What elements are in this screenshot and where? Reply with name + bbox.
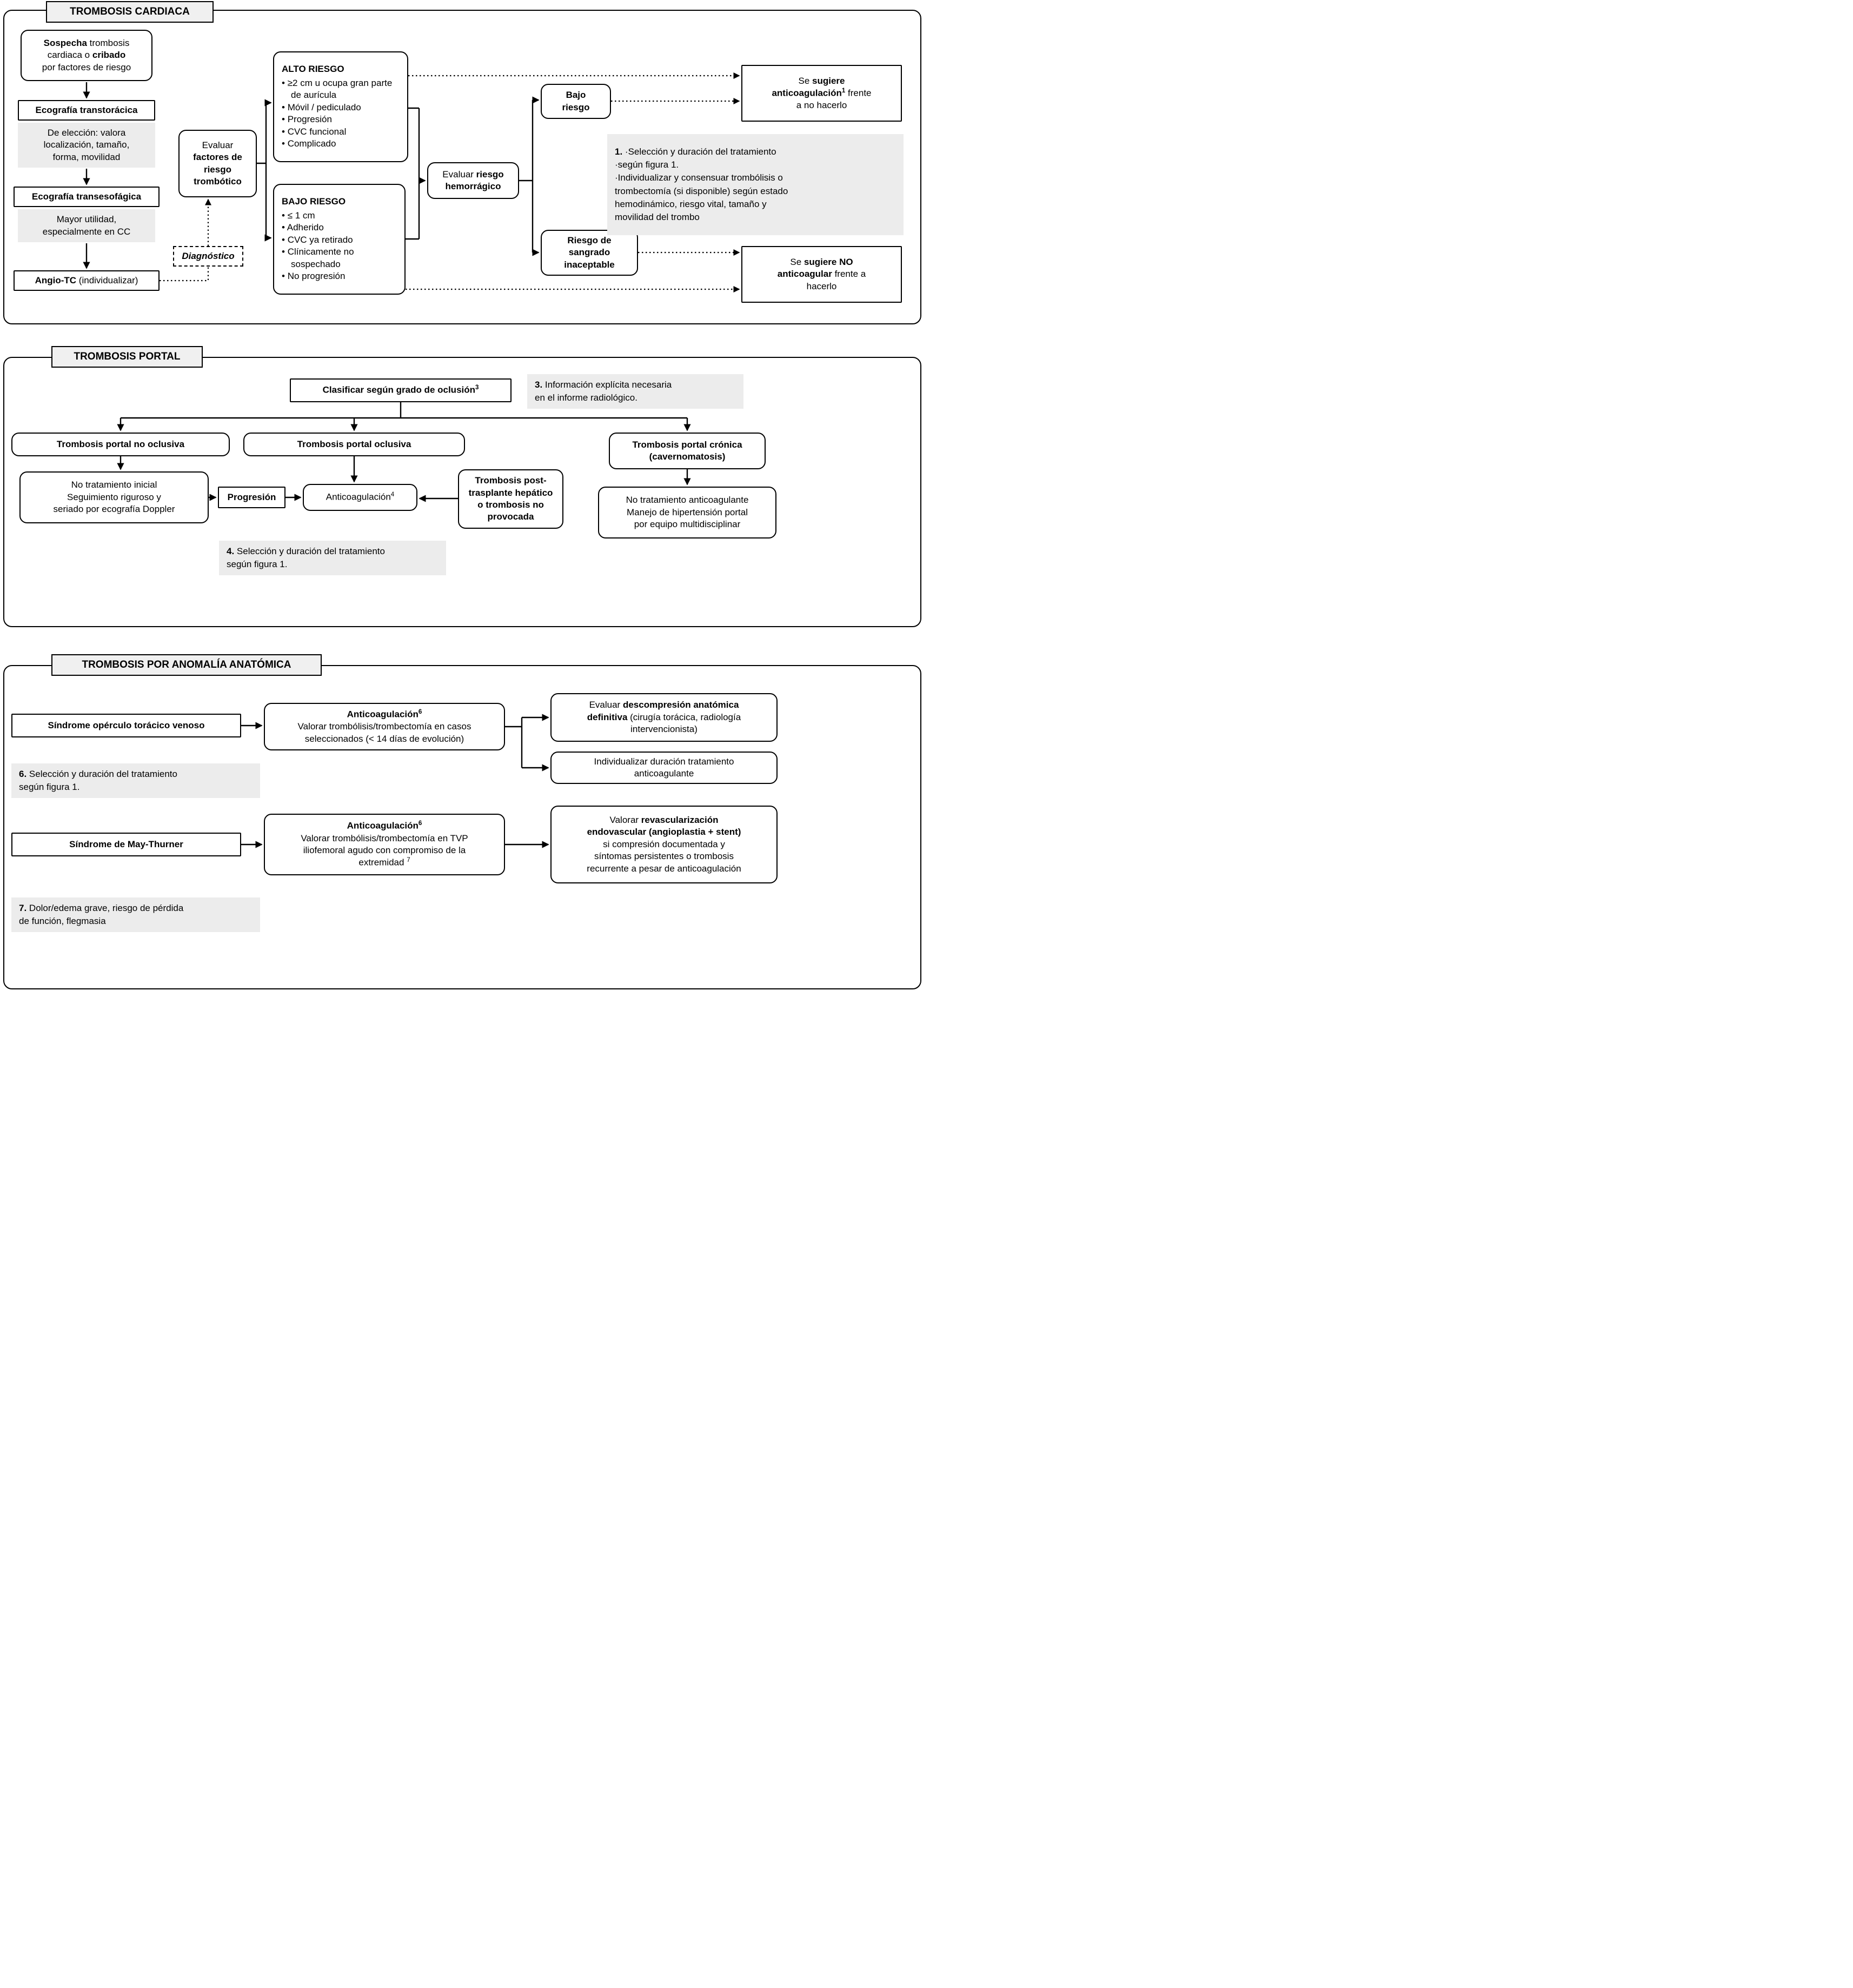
transesophageal-echo-note: Mayor utilidad,especialmente en CC [18,209,155,242]
dotted-connectors [160,72,740,293]
risk-item: No progresión [282,270,346,282]
section-title-cardiaca: TROMBOSIS CARDIACA [46,1,214,23]
risk-item: CVC ya retirado [282,234,353,246]
section-title-portal-label: TROMBOSIS PORTAL [74,351,181,363]
transesophageal-echo-box: Ecografía transesofágica [14,187,160,207]
solid-connectors [83,82,691,848]
transthoracic-echo-box: Ecografía transtorácica [18,100,155,121]
thoracic-outlet-box: Síndrome opérculo torácico venoso [11,714,241,737]
risk-item: CVC funcional [282,126,347,138]
transthoracic-echo-label: Ecografía transtorácica [35,104,138,115]
risk-item: Móvil / pediculado [282,102,361,114]
thoracic-outlet-label: Síndrome opérculo torácico venoso [48,720,205,730]
anticoagulation-text: Anticoagulación4 [326,491,395,503]
section-title-portal: TROMBOSIS PORTAL [51,346,203,368]
portal-nonocclusive-label: Trombosis portal no oclusiva [56,438,185,449]
classify-occlusion-text: Clasificar según grado de oclusión3 [322,384,479,396]
section-title-cardiaca-label: TROMBOSIS CARDIACA [70,6,190,18]
progression-box: Progresión [218,487,285,508]
transesophageal-echo-note-text: Mayor utilidad,especialmente en CC [42,214,131,237]
portal-nonocclusive-box: Trombosis portal no oclusiva [11,433,230,456]
note-1: 1. ·Selección y duración del tratamiento… [607,134,904,235]
classify-occlusion-box: Clasificar según grado de oclusión3 [290,378,512,402]
section-title-anatomica-label: TROMBOSIS POR ANOMALÍA ANATÓMICA [82,659,291,671]
may-thurner-box: Síndrome de May-Thurner [11,833,241,856]
panel-portal [3,357,921,627]
risk-item: Clínicamente no sospechado [282,246,397,270]
transesophageal-echo-label: Ecografía transesofágica [31,191,142,202]
may-thurner-label: Síndrome de May-Thurner [69,839,183,849]
diagnosis-label-box: Diagnóstico [173,246,243,267]
progression-label: Progresión [227,491,276,502]
low-risk-box: BAJO RIESGO ≤ 1 cm Adherido CVC ya retir… [273,184,406,295]
panel-cardiaca [3,10,921,324]
portal-chronic-text: Trombosis portal crónica(cavernomatosis) [632,439,742,462]
angio-ct-box: Angio-TC (individualizar) [14,270,160,291]
portal-occlusive-label: Trombosis portal oclusiva [297,438,411,449]
high-risk-box: ALTO RIESGO ≥2 cm u ocupa gran parte de … [273,51,408,162]
section-title-anatomica: TROMBOSIS POR ANOMALÍA ANATÓMICA [51,654,322,676]
risk-item: Adherido [282,222,328,234]
risk-item: ≤ 1 cm [282,210,315,222]
low-risk-title: BAJO RIESGO [282,196,346,207]
high-risk-title: ALTO RIESGO [282,64,344,75]
note-1-text: 1. ·Selección y duración del tratamiento… [615,147,788,222]
anticoagulation-box: Anticoagulación4 [303,484,417,511]
diagnosis-label: Diagnóstico [182,251,235,261]
risk-item: Progresión [282,114,335,125]
angio-ct-label: Angio-TC (individualizar) [35,275,138,285]
portal-occlusive-box: Trombosis portal oclusiva [243,433,465,456]
risk-item: ≥2 cm u ocupa gran parte de aurícula [282,77,400,102]
portal-chronic-box: Trombosis portal crónica(cavernomatosis) [609,433,766,469]
risk-item: Complicado [282,138,340,150]
panel-anatomica [3,665,921,989]
flow-connectors [83,72,740,848]
